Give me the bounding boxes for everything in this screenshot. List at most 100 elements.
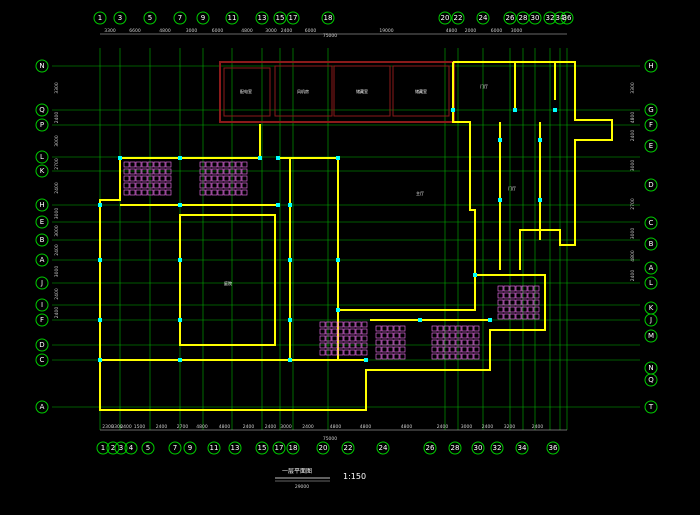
- top-dimension: 19000: [379, 28, 393, 34]
- grid-bubble-left-K: K: [35, 164, 49, 178]
- grid-bubble-bottom-30: 30: [471, 441, 485, 455]
- grid-bubble-left-C: C: [35, 353, 49, 367]
- grid-bubble-top-3: 3: [113, 11, 127, 25]
- annex-room-2: 风机房: [297, 88, 309, 94]
- bottom-dimension: 1500: [134, 424, 146, 430]
- bottom-dimension: 4800: [219, 424, 231, 430]
- grid-bubble-top-13: 13: [255, 11, 269, 25]
- left-dimension: 3000: [54, 135, 60, 147]
- svg-text:A: A: [40, 256, 45, 264]
- annex-room-1: 配电室: [240, 88, 252, 94]
- svg-text:15: 15: [276, 14, 285, 22]
- grid-bubble-top-24: 24: [476, 11, 490, 25]
- top-dimension: 3000: [511, 28, 523, 34]
- svg-text:34: 34: [518, 444, 527, 452]
- grid-lines: [52, 48, 640, 430]
- column: [498, 198, 502, 202]
- column: [498, 138, 502, 142]
- svg-text:17: 17: [289, 14, 298, 22]
- grid-bubble-bottom-3: 3: [114, 441, 128, 455]
- svg-text:P: P: [40, 121, 44, 129]
- grid-bubble-right-H: H: [644, 59, 658, 73]
- grid-bubble-bottom-34: 34: [515, 441, 529, 455]
- grid-bubble-top-1: 1: [93, 11, 107, 25]
- svg-text:K: K: [40, 167, 45, 175]
- grid-bubble-top-18: 18: [321, 11, 335, 25]
- grid-bubble-bottom-11: 11: [207, 441, 221, 455]
- top-dimension: 4800: [241, 28, 253, 34]
- classroom-desks-f: [497, 285, 540, 320]
- svg-text:30: 30: [474, 444, 483, 452]
- svg-text:17: 17: [275, 444, 284, 452]
- grid-bubble-right-F: F: [644, 118, 658, 132]
- grid-bubble-bottom-18: 18: [286, 441, 300, 455]
- bottom-dimension: 4800: [330, 424, 342, 430]
- right-dimension: 2400: [630, 270, 636, 282]
- svg-text:1: 1: [101, 444, 105, 452]
- grid-bubble-top-15: 15: [273, 11, 287, 25]
- left-dimension: 2400: [54, 112, 60, 124]
- grid-bubble-left-N: N: [35, 59, 49, 73]
- grid-bubble-left-D: D: [35, 338, 49, 352]
- svg-text:N: N: [39, 62, 44, 70]
- left-dimension: 2400: [54, 182, 60, 194]
- grid-bubble-bottom-17: 17: [272, 441, 286, 455]
- svg-text:3: 3: [119, 444, 123, 452]
- column: [276, 156, 280, 160]
- grid-bubble-bottom-1: 1: [96, 441, 110, 455]
- column: [488, 318, 492, 322]
- grid-bubble-left-F: F: [35, 313, 49, 327]
- svg-text:L: L: [649, 279, 653, 287]
- center-hall-label: 主厅: [416, 190, 424, 196]
- svg-text:F: F: [40, 316, 44, 324]
- column: [473, 273, 477, 277]
- column: [451, 108, 455, 112]
- grid-bubble-right-C: C: [644, 216, 658, 230]
- left-dimension: 3000: [54, 225, 60, 237]
- grid-bubble-bottom-15: 15: [255, 441, 269, 455]
- left-dimension: 2400: [54, 244, 60, 256]
- svg-text:I: I: [41, 301, 43, 309]
- top-annex: 配电室 风机房 储藏室 储藏室: [219, 61, 455, 123]
- svg-text:22: 22: [454, 14, 463, 22]
- svg-text:M: M: [648, 332, 654, 340]
- grid-bubble-right-T: T: [644, 400, 658, 414]
- column: [178, 258, 182, 262]
- drawing-scale: 1:150: [343, 472, 366, 481]
- grid-bubble-bottom-28: 28: [448, 441, 462, 455]
- bottom-dimension: 3000: [280, 424, 292, 430]
- column: [98, 358, 102, 362]
- grid-bubble-right-L: L: [644, 276, 658, 290]
- east-hall-label: 门厅: [508, 185, 516, 191]
- grid-bubble-bottom-13: 13: [228, 441, 242, 455]
- svg-text:15: 15: [258, 444, 267, 452]
- svg-text:28: 28: [451, 444, 460, 452]
- svg-text:K: K: [649, 304, 654, 312]
- top-dimension: 6000: [305, 28, 317, 34]
- column: [336, 156, 340, 160]
- grid-bubble-top-17: 17: [286, 11, 300, 25]
- svg-text:3: 3: [118, 14, 122, 22]
- bottom-dimension: 2400: [482, 424, 494, 430]
- svg-text:T: T: [648, 403, 654, 411]
- svg-text:7: 7: [178, 14, 182, 22]
- grid-bubble-left-A: A: [35, 253, 49, 267]
- column: [336, 258, 340, 262]
- grid-bubble-left-B: B: [35, 233, 49, 247]
- grid-bubble-right-G: G: [644, 103, 658, 117]
- svg-text:E: E: [40, 218, 44, 226]
- svg-text:18: 18: [289, 444, 298, 452]
- bottom-dimension: 2400: [437, 424, 449, 430]
- bottom-total-dimension: 75000: [323, 436, 337, 442]
- bottom-dimension: 3000: [461, 424, 473, 430]
- bottom-dimension: 4800: [360, 424, 372, 430]
- svg-text:B: B: [649, 240, 654, 248]
- svg-text:26: 26: [426, 444, 435, 452]
- svg-text:F: F: [649, 121, 653, 129]
- svg-text:7: 7: [173, 444, 177, 452]
- svg-text:26: 26: [506, 14, 515, 22]
- grid-bubble-bottom-4: 4: [124, 441, 138, 455]
- right-dimension: 4800: [630, 112, 636, 124]
- top-dimension: 3000: [186, 28, 198, 34]
- top-dimension: 3300: [104, 28, 116, 34]
